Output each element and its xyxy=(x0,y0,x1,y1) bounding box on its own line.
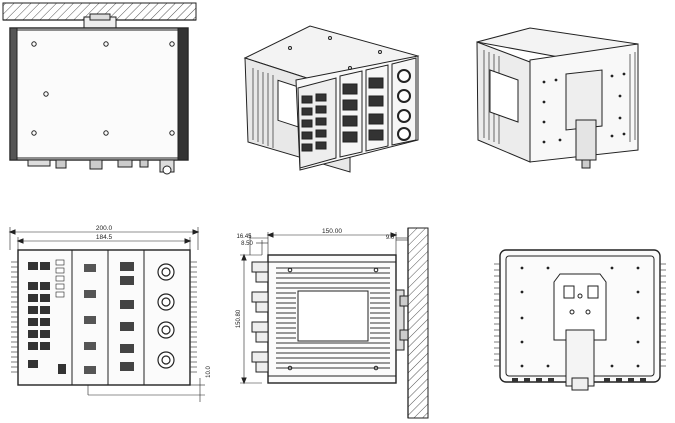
din-rail-bracket xyxy=(553,273,607,341)
dim-label-bottom-offset: 10.0 xyxy=(206,366,212,378)
din-rail-plate xyxy=(565,69,603,131)
iso-rear-view xyxy=(476,27,639,169)
dim-label-height: 150.80 xyxy=(236,309,242,328)
side-window xyxy=(297,290,369,342)
front-view xyxy=(8,227,205,402)
dim-label-rail-offset: 9.0 xyxy=(386,235,395,241)
module-2-ports xyxy=(84,264,96,374)
dim-label-front-offset: 16.45 xyxy=(236,234,252,240)
rear-view xyxy=(494,249,666,391)
dim-label-depth: 150.00 xyxy=(322,228,342,235)
iso-front-view xyxy=(243,25,420,173)
dim-label-overall-width: 200.0 xyxy=(96,225,113,232)
wall-hatch xyxy=(407,227,429,419)
module-3-ports xyxy=(120,262,134,371)
top-view xyxy=(2,2,197,175)
module-1-ports xyxy=(28,262,66,374)
module-4-connectors xyxy=(157,263,175,369)
dim-label-inner-width: 184.5 xyxy=(96,234,113,241)
top-view-body xyxy=(9,27,189,161)
side-view xyxy=(240,227,429,419)
dim-label-front-offset-inner: 8.50 xyxy=(241,241,253,247)
